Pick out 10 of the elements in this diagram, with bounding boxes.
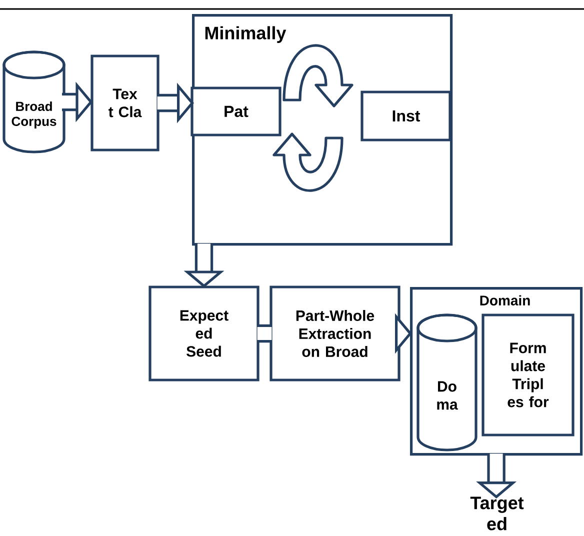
cylinder: Do ma xyxy=(416,314,478,452)
curved-arrow xyxy=(282,44,354,108)
block-arrow xyxy=(257,324,272,343)
output-label: Target ed xyxy=(470,496,524,530)
process-box: Part-Whole Extraction on Broad xyxy=(270,286,400,382)
cylinder: Broad Corpus xyxy=(2,50,66,154)
curved-arrow xyxy=(272,132,344,192)
process-box: Inst xyxy=(360,90,452,142)
process-box: Expect ed Seed xyxy=(148,286,260,382)
process-box: Form ulate Tripl es for xyxy=(482,314,574,436)
